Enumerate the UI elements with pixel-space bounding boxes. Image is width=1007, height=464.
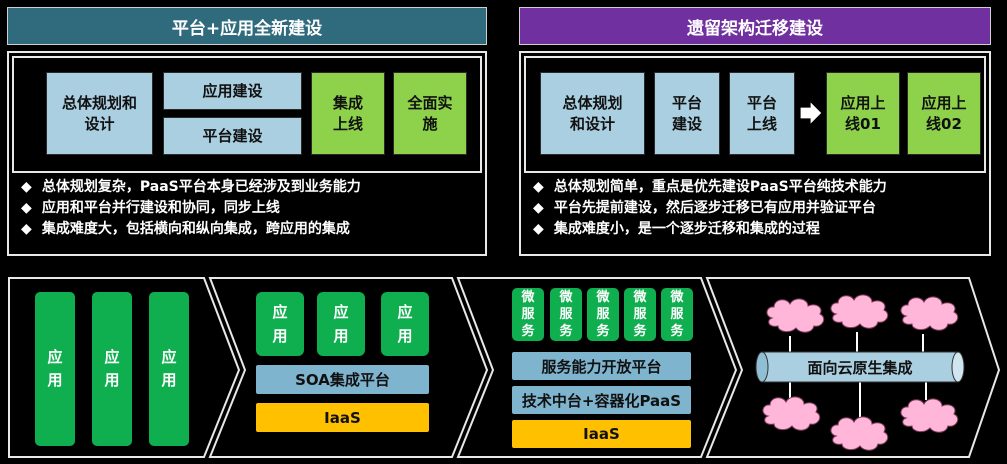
bullet-item: ◆ 总体规划简单，重点是优先建设PaaS平台纯技术能力 — [533, 179, 887, 195]
microservice-box: 微 服 务 — [587, 288, 619, 341]
cloud-icon — [830, 416, 889, 451]
bullet-item: ◆ 集成难度小，是一个逐步迁移和集成的过程 — [533, 221, 820, 237]
top-right-flow-area: 总体规划 和设计 平台 建设 平台 上线 应用上 线01 应用上 线02 — [524, 56, 986, 173]
plan-design-box: 总体规划和 设计 — [46, 72, 153, 155]
stage-3-iaas-bar: IaaS — [512, 420, 691, 448]
cloud-native-integration-label: 面向云原生集成 — [807, 358, 913, 377]
stage-1-app: 应 用 — [149, 292, 189, 446]
legacy-plan-box: 总体规划 和设计 — [540, 72, 645, 155]
bullet-item: ◆ 集成难度大，包括横向和纵向集成，跨应用的集成 — [21, 221, 350, 237]
legacy-platform-build-box: 平台 建设 — [654, 72, 720, 155]
top-right-bullets: ◆ 总体规划简单，重点是优先建设PaaS平台纯技术能力 ◆ 平台先提前建设，然后… — [533, 177, 887, 240]
top-left-flow-area: 总体规划和 设计 应用建设 平台建设 集成 上线 全面实 施 — [12, 56, 482, 173]
soa-platform-bar: SOA集成平台 — [256, 365, 429, 394]
stage-1-chevron — [8, 277, 241, 458]
right-arrow-icon — [799, 100, 823, 126]
cloud-icon — [766, 298, 825, 333]
app-launch-01-box: 应用上 线01 — [826, 72, 900, 155]
top-left-header: 平台+应用全新建设 — [7, 7, 487, 45]
stage-2-iaas-bar: IaaS — [256, 403, 429, 432]
top-left-bullets: ◆ 总体规划复杂，PaaS平台本身已经涉及到业务能力 ◆ 应用和平台并行建设和协… — [21, 177, 361, 240]
app-launch-02-box: 应用上 线02 — [907, 72, 981, 155]
microservice-box: 微 服 务 — [661, 288, 693, 341]
tech-middle-platform-bar: 技术中台+容器化PaaS — [512, 386, 691, 414]
cloud-native-diagram — [755, 294, 965, 451]
cloud-icon — [830, 294, 889, 329]
microservice-box: 微 服 务 — [550, 288, 582, 341]
full-rollout-box: 全面实 施 — [393, 72, 467, 155]
stage-2-app: 应 用 — [381, 292, 429, 356]
platform-build-box: 平台建设 — [163, 117, 302, 155]
stage-1-app: 应 用 — [92, 292, 132, 446]
stage-2-app: 应 用 — [317, 292, 365, 356]
integrate-launch-box: 集成 上线 — [311, 72, 385, 155]
stage-4-chevron — [705, 277, 1001, 458]
cloud-icon — [762, 396, 821, 431]
stage-2-chevron — [208, 277, 489, 458]
bullet-item: ◆ 应用和平台并行建设和协同，同步上线 — [21, 200, 280, 216]
bullet-item: ◆ 平台先提前建设，然后逐步迁移已有应用并验证平台 — [533, 200, 876, 216]
app-build-box: 应用建设 — [163, 72, 302, 110]
microservice-box: 微 服 务 — [512, 288, 544, 341]
bullet-item: ◆ 总体规划复杂，PaaS平台本身已经涉及到业务能力 — [21, 179, 361, 195]
top-right-panel: 总体规划 和设计 平台 建设 平台 上线 应用上 线01 应用上 线02 ◆ 总… — [519, 51, 991, 256]
integration-pipe — [761, 351, 959, 383]
microservice-box: 微 服 务 — [624, 288, 656, 341]
cloud-icon — [900, 398, 959, 433]
cloud-icon — [900, 296, 959, 331]
stage-3-chevron — [456, 277, 738, 458]
top-left-panel: 总体规划和 设计 应用建设 平台建设 集成 上线 全面实 施 ◆ 总体规划复杂，… — [7, 51, 487, 256]
top-right-header: 遗留架构迁移建设 — [519, 7, 991, 45]
stage-1-app: 应 用 — [35, 292, 75, 446]
legacy-platform-launch-box: 平台 上线 — [729, 72, 795, 155]
service-capability-platform-bar: 服务能力开放平台 — [512, 352, 691, 380]
stage-2-app: 应 用 — [256, 292, 304, 356]
